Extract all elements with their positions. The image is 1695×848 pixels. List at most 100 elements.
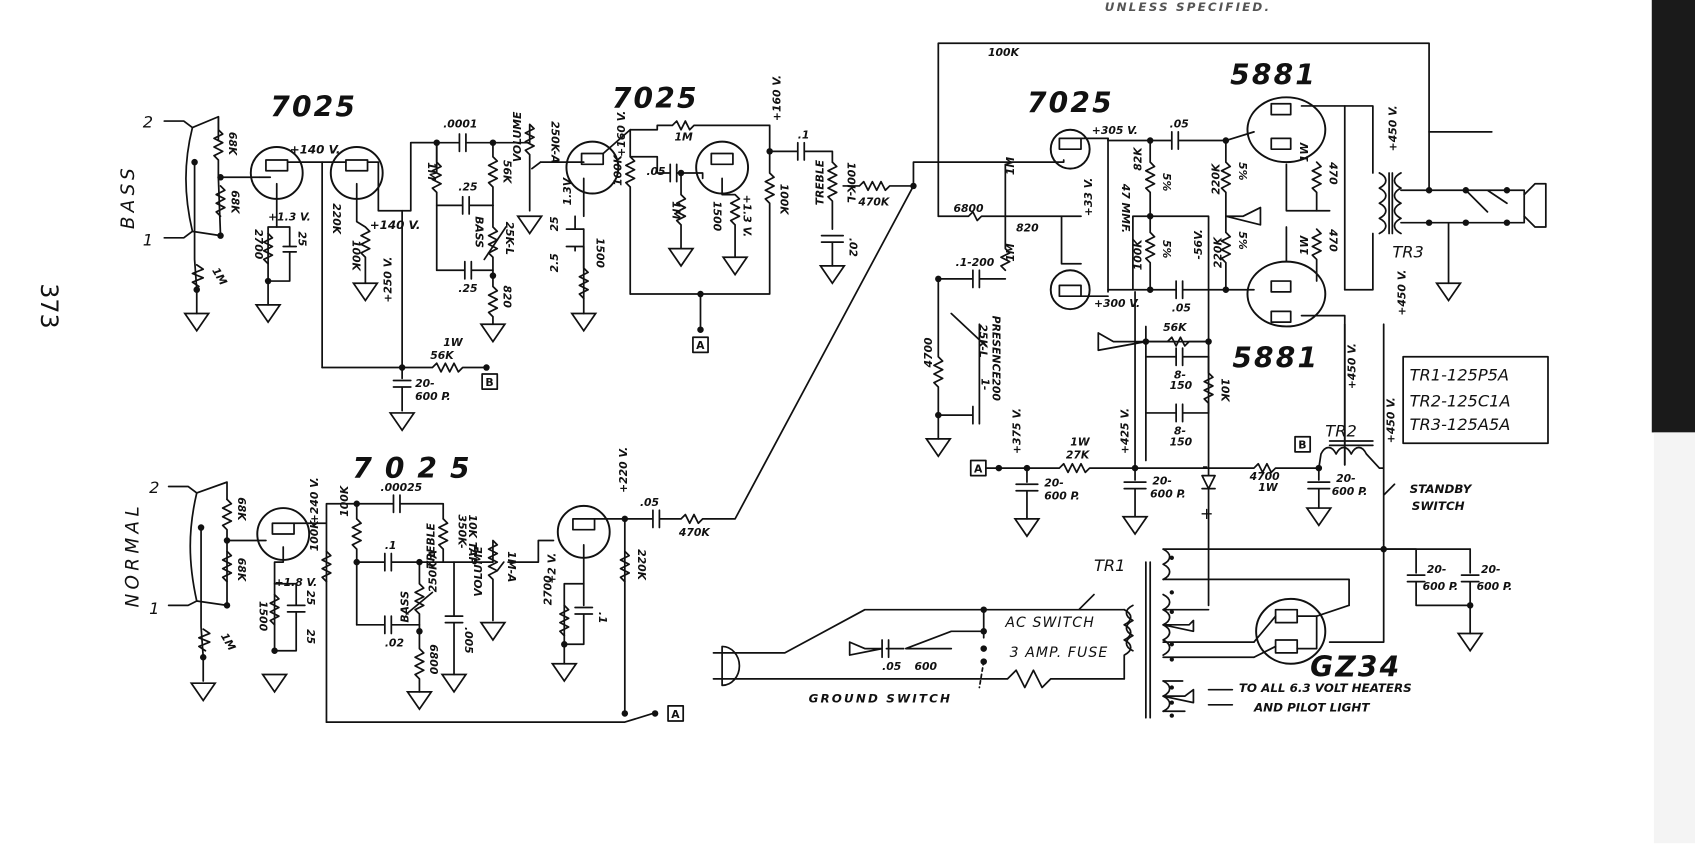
ps-c20-600-e2: 600 P. <box>1423 580 1459 593</box>
bias-plus: + <box>1200 504 1214 523</box>
pi-r1m-d: 1M <box>1004 157 1017 176</box>
normal-r100k-b: 100K <box>338 484 351 517</box>
bias-r56k: 56K <box>1163 321 1188 334</box>
transformer-legend-1: TR1-125P5A <box>1410 366 1509 385</box>
tube-label-normal: 7025 <box>352 452 482 485</box>
tube-label-power-top: 5881 <box>1230 58 1317 91</box>
node-a-bass-2: A <box>696 339 705 352</box>
bias-c8-150-b2: 150 <box>1170 435 1193 448</box>
tube-label-phase: 7025 <box>1027 86 1114 119</box>
normal-vol-label: VOLUME <box>472 546 485 597</box>
normal-input-1-label: 1 <box>149 599 159 618</box>
pi-v305: +305 V. <box>1092 124 1138 137</box>
tube-phase-top <box>1049 128 1091 170</box>
bass-r820-a: 820 <box>501 285 514 308</box>
bass-c20-600-a2: 600 P. <box>415 390 451 403</box>
bass-v13-c: +1.3 V. <box>741 195 754 238</box>
supply-v425: +425 V. <box>1119 408 1132 454</box>
pi-r470-a: 470 <box>1327 161 1340 185</box>
normal-r1500: 1500 <box>256 601 269 632</box>
power-supply: TR1 TO ALL 6.3 VOLT HEATERS AND PILOT LI… <box>712 539 1512 719</box>
node-a-supply: A <box>974 462 983 475</box>
bass-c25-t2: .25 <box>458 282 477 295</box>
rectifier-tube <box>1255 597 1327 665</box>
bass-pot-value: 25K-L <box>503 222 516 256</box>
fuse-label: 3 AMP. FUSE <box>1010 645 1109 661</box>
bass-c20-600-a: 20- <box>415 377 435 390</box>
treble-pot-value: 100K-L <box>845 162 858 203</box>
transformer-legend-3: TR3-125A5A <box>1410 415 1511 434</box>
pi-r470-b: 470 <box>1327 228 1340 252</box>
supply-r1w-e: 1W <box>1258 481 1279 494</box>
transformer-legend-box <box>1402 355 1549 445</box>
normal-r2700: 2700 <box>541 575 554 606</box>
bass-v250: +250 V. <box>381 257 394 303</box>
bias-c8-150-a2: 150 <box>1170 379 1193 392</box>
supply-r1w-d: 1W <box>1070 435 1091 448</box>
supply-v375: +375 V. <box>1010 408 1023 454</box>
bass-r68k-a: 68K <box>226 132 239 157</box>
bass-r68k-b: 68K <box>228 190 241 215</box>
bass-r100k-a: 100K <box>349 240 362 273</box>
bass-v160-b: +160 V. <box>770 75 783 121</box>
bass-vol-label: VOLUME <box>511 111 524 162</box>
normal-c1-b: .1 <box>385 539 397 552</box>
bass-r2700-a: 2700 <box>252 229 265 260</box>
pi-r220k-c: 220K <box>1212 236 1225 269</box>
ps-c20-600-e: 20- <box>1427 563 1447 576</box>
normal-c02: .02 <box>385 636 404 649</box>
pi-v450-b: +450 V. <box>1395 270 1408 316</box>
bass-input-1-label: 1 <box>143 230 153 249</box>
node-a-normal: A <box>671 708 680 721</box>
supply-c20-600-c: 20- <box>1152 474 1172 487</box>
bass-r1m-b: 1M <box>675 131 694 144</box>
bias-minus: - <box>1202 456 1208 475</box>
node-b-bass: B <box>485 376 493 389</box>
tube-label-bass-1: 7025 <box>270 91 357 124</box>
normal-c25-a: 25 <box>304 590 317 605</box>
supply-c20-600-c2: 600 P. <box>1150 487 1186 500</box>
normal-r470k: 470K <box>678 526 712 539</box>
tr2-label: TR2 <box>1325 422 1356 441</box>
bass-pot-label: BASS <box>473 216 486 248</box>
bass-r470k-a: 470K <box>857 195 891 208</box>
bass-r220k-a: 220K <box>330 203 343 236</box>
node-b-supply: B <box>1298 439 1306 452</box>
bass-c25-b: 25 <box>548 216 561 231</box>
pi-r1w-c: 1W <box>1298 235 1311 256</box>
supply-c20-600-b: 20- <box>1044 476 1064 489</box>
bass-r100k-b: 100K <box>612 153 625 186</box>
ground-switch-label: GROUND SWITCH <box>809 692 953 706</box>
presence-label: PRESENCE <box>989 316 1002 380</box>
page-number: 373 <box>35 283 63 328</box>
pi-r5pct-d: 5% <box>1236 231 1249 250</box>
tube-power-bottom <box>1246 260 1327 328</box>
normal-r68k-b: 68K <box>235 558 248 583</box>
bass-vol-value: 250K-A <box>548 121 561 163</box>
pi-c05-b: .05 <box>1170 118 1189 131</box>
pi-r82k: 82K <box>1132 146 1145 171</box>
normal-c25-b: 25 <box>304 629 317 644</box>
presence-value: 25K-L <box>976 324 989 358</box>
ps-c20-600-f: 20- <box>1481 563 1501 576</box>
normal-c05: .05 <box>640 496 659 509</box>
normal-treble-label: TREBLE <box>425 522 438 568</box>
bias-c8-150-a: 8- <box>1174 368 1186 381</box>
normal-r1m: 1M <box>218 631 239 654</box>
normal-r100k-a: 100K <box>308 519 321 552</box>
bass-v160-a: +160 V. <box>615 111 628 157</box>
normal-treble-value: 350K- <box>455 515 468 549</box>
pi-c1-200-b: 1- <box>979 378 992 390</box>
phase-inverter-power: 100K 7025 +305 V. +300 V. 6800 1M 820 1M… <box>922 42 1549 607</box>
supply-c20-600-b2: 600 P. <box>1044 489 1080 502</box>
pi-r100k-d: 100K <box>1132 238 1145 271</box>
normal-r68k-a: 68K <box>235 497 248 522</box>
bass-v140-a: +140 V. <box>290 143 341 157</box>
bass-r100k-c: 100K <box>777 184 790 217</box>
tr3-label: TR3 <box>1392 242 1423 261</box>
bass-r56k-t: 56K <box>501 160 514 185</box>
header-note: UNLESS SPECIFIED. <box>1105 0 1271 14</box>
pi-v33: +33 V. <box>1082 178 1095 217</box>
pi-v56: -56V. <box>1192 229 1205 259</box>
